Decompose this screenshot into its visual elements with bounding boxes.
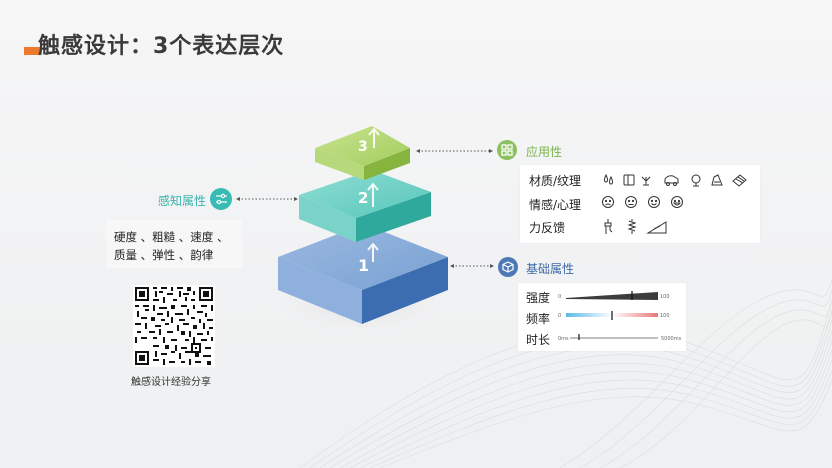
car-icon (664, 175, 679, 186)
cube-icon (498, 257, 518, 277)
application-row-label: 力反馈 (529, 221, 566, 235)
duration-label: 时长 (526, 333, 551, 347)
intensity-bar (566, 291, 658, 300)
basic-label: 基础属性 (526, 262, 575, 276)
sad-face-icon (602, 196, 614, 208)
wood-icon (732, 174, 747, 187)
sensory-label: 感知属性 (158, 194, 207, 208)
arrow-up-1-2 (367, 242, 379, 262)
duration-min: 0ms (558, 336, 569, 342)
layer-1-block (278, 224, 448, 324)
basic-panel: 强度 0 100 频率 0 100 时长 0ms 5000ms (518, 283, 686, 351)
fabric-icon (623, 174, 635, 186)
qr-caption: 触感设计经验分享 (131, 377, 211, 388)
layer-2-number: 2 (358, 189, 369, 207)
sliders-icon (210, 188, 232, 210)
intensity-max: 100 (660, 294, 670, 300)
spring-icon (627, 219, 637, 234)
sensory-panel: 硬度 、粗糙 、速度 、 质量 、弹性 、韵律 (106, 220, 242, 268)
arrow-up-2-3 (367, 182, 379, 207)
intensity-min: 0 (558, 294, 562, 300)
layer-2-block (299, 170, 431, 242)
grid-icon (497, 140, 517, 160)
neutral-face-icon (625, 196, 637, 208)
happy-face-icon (671, 196, 683, 208)
qr-code[interactable] (133, 285, 215, 367)
smile-face-icon (648, 196, 660, 208)
grass-icon (641, 176, 651, 186)
duration-bar (570, 334, 658, 340)
application-label: 应用性 (526, 145, 563, 159)
frequency-min: 0 (558, 313, 562, 319)
frequency-label: 频率 (526, 312, 551, 326)
layer-3-block (315, 126, 410, 180)
application-panel: 材质/纹理 情感/心理 力反馈 (520, 165, 760, 243)
duration-max: 5000ms (661, 336, 682, 342)
page-title: 触感设计：3个表达层次 (38, 34, 285, 59)
application-row-label: 情感/心理 (529, 198, 582, 212)
intensity-label: 强度 (526, 291, 551, 305)
title-accent-bar (24, 47, 42, 55)
arrow-up-3 (368, 127, 380, 148)
ornament-icon (711, 174, 723, 186)
drops-icon (604, 173, 613, 185)
layer-1-number: 1 (358, 256, 370, 275)
frequency-max: 100 (660, 313, 670, 319)
layer-3-number: 3 (358, 139, 368, 155)
frequency-bar (566, 311, 658, 320)
slope-icon (646, 221, 667, 234)
bulb-icon (691, 174, 701, 187)
press-icon (604, 219, 613, 234)
sensory-attributes-line: 硬度 、粗糙 、速度 、 (114, 230, 229, 244)
application-row-label: 材质/纹理 (529, 174, 582, 188)
sensory-attributes-line: 质量 、弹性 、韵律 (114, 248, 214, 262)
